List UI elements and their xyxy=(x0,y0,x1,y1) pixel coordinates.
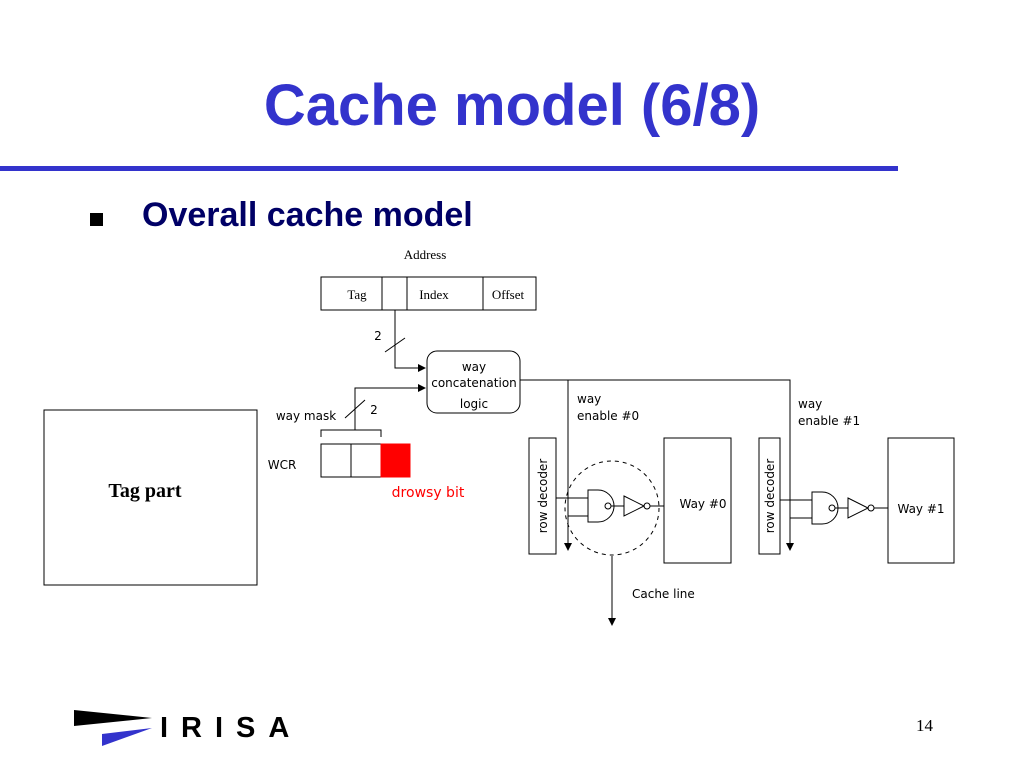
bus-width-mark-upper xyxy=(384,337,406,353)
logic-line-3: logic xyxy=(460,397,488,411)
bullet-square-icon xyxy=(90,213,103,226)
way-mask-wire xyxy=(354,384,426,430)
way0-label: Way #0 xyxy=(679,497,726,511)
bus-width-upper: 2 xyxy=(374,329,382,343)
tag-part-label: Tag part xyxy=(108,480,182,502)
title-divider xyxy=(0,166,898,171)
way-concatenation-logic xyxy=(426,350,521,414)
wcr-label: WCR xyxy=(268,458,297,472)
way1-block xyxy=(887,437,955,564)
cache-line-label: Cache line xyxy=(632,587,695,601)
way1-enable-line-1: way xyxy=(798,397,822,411)
address-label: Address xyxy=(404,247,447,262)
row-decoder-0-label: row decoder xyxy=(536,459,550,534)
way-enable-bus xyxy=(520,379,794,551)
address-to-logic-wire xyxy=(394,310,426,372)
slide-title: Cache model (6/8) xyxy=(263,73,761,138)
way0-enable-line-1: way xyxy=(577,392,601,406)
way1-inverter xyxy=(847,497,870,519)
way0-inverter xyxy=(623,495,646,517)
way1-enable-line-2: enable #1 xyxy=(798,414,860,428)
address-field-tag: Tag xyxy=(347,287,367,302)
irisa-logo-icon xyxy=(74,710,152,746)
way0-nand-gate xyxy=(587,489,615,523)
logic-line-1: way xyxy=(462,360,486,374)
drowsy-bit-label: drowsy bit xyxy=(392,485,465,501)
row-decoder-1-label: row decoder xyxy=(763,459,777,534)
way-mask-label: way mask xyxy=(276,409,336,423)
way0-enable-line-2: enable #0 xyxy=(577,409,639,423)
row-decoder-1 xyxy=(758,437,781,555)
way1-nand-gate xyxy=(811,491,839,525)
way0-block xyxy=(663,437,732,564)
address-field-index: Index xyxy=(419,287,449,302)
row-decoder-0 xyxy=(528,437,557,555)
bus-width-lower: 2 xyxy=(370,403,378,417)
way1-label: Way #1 xyxy=(897,502,944,516)
irisa-logo-text: IRISA xyxy=(160,712,303,744)
address-field-offset: Offset xyxy=(492,287,525,302)
drowsy-bit-cell xyxy=(380,443,411,478)
address-register xyxy=(320,276,537,311)
way-mask-bracket xyxy=(320,429,382,437)
bus-width-mark-lower xyxy=(344,399,366,419)
bullet-text: Overall cache model xyxy=(142,196,473,234)
page-number: 14 xyxy=(916,716,933,735)
tag-part-block xyxy=(43,409,258,586)
cache-line-highlight-circle xyxy=(564,460,660,556)
logic-line-2: concatenation xyxy=(431,376,517,390)
